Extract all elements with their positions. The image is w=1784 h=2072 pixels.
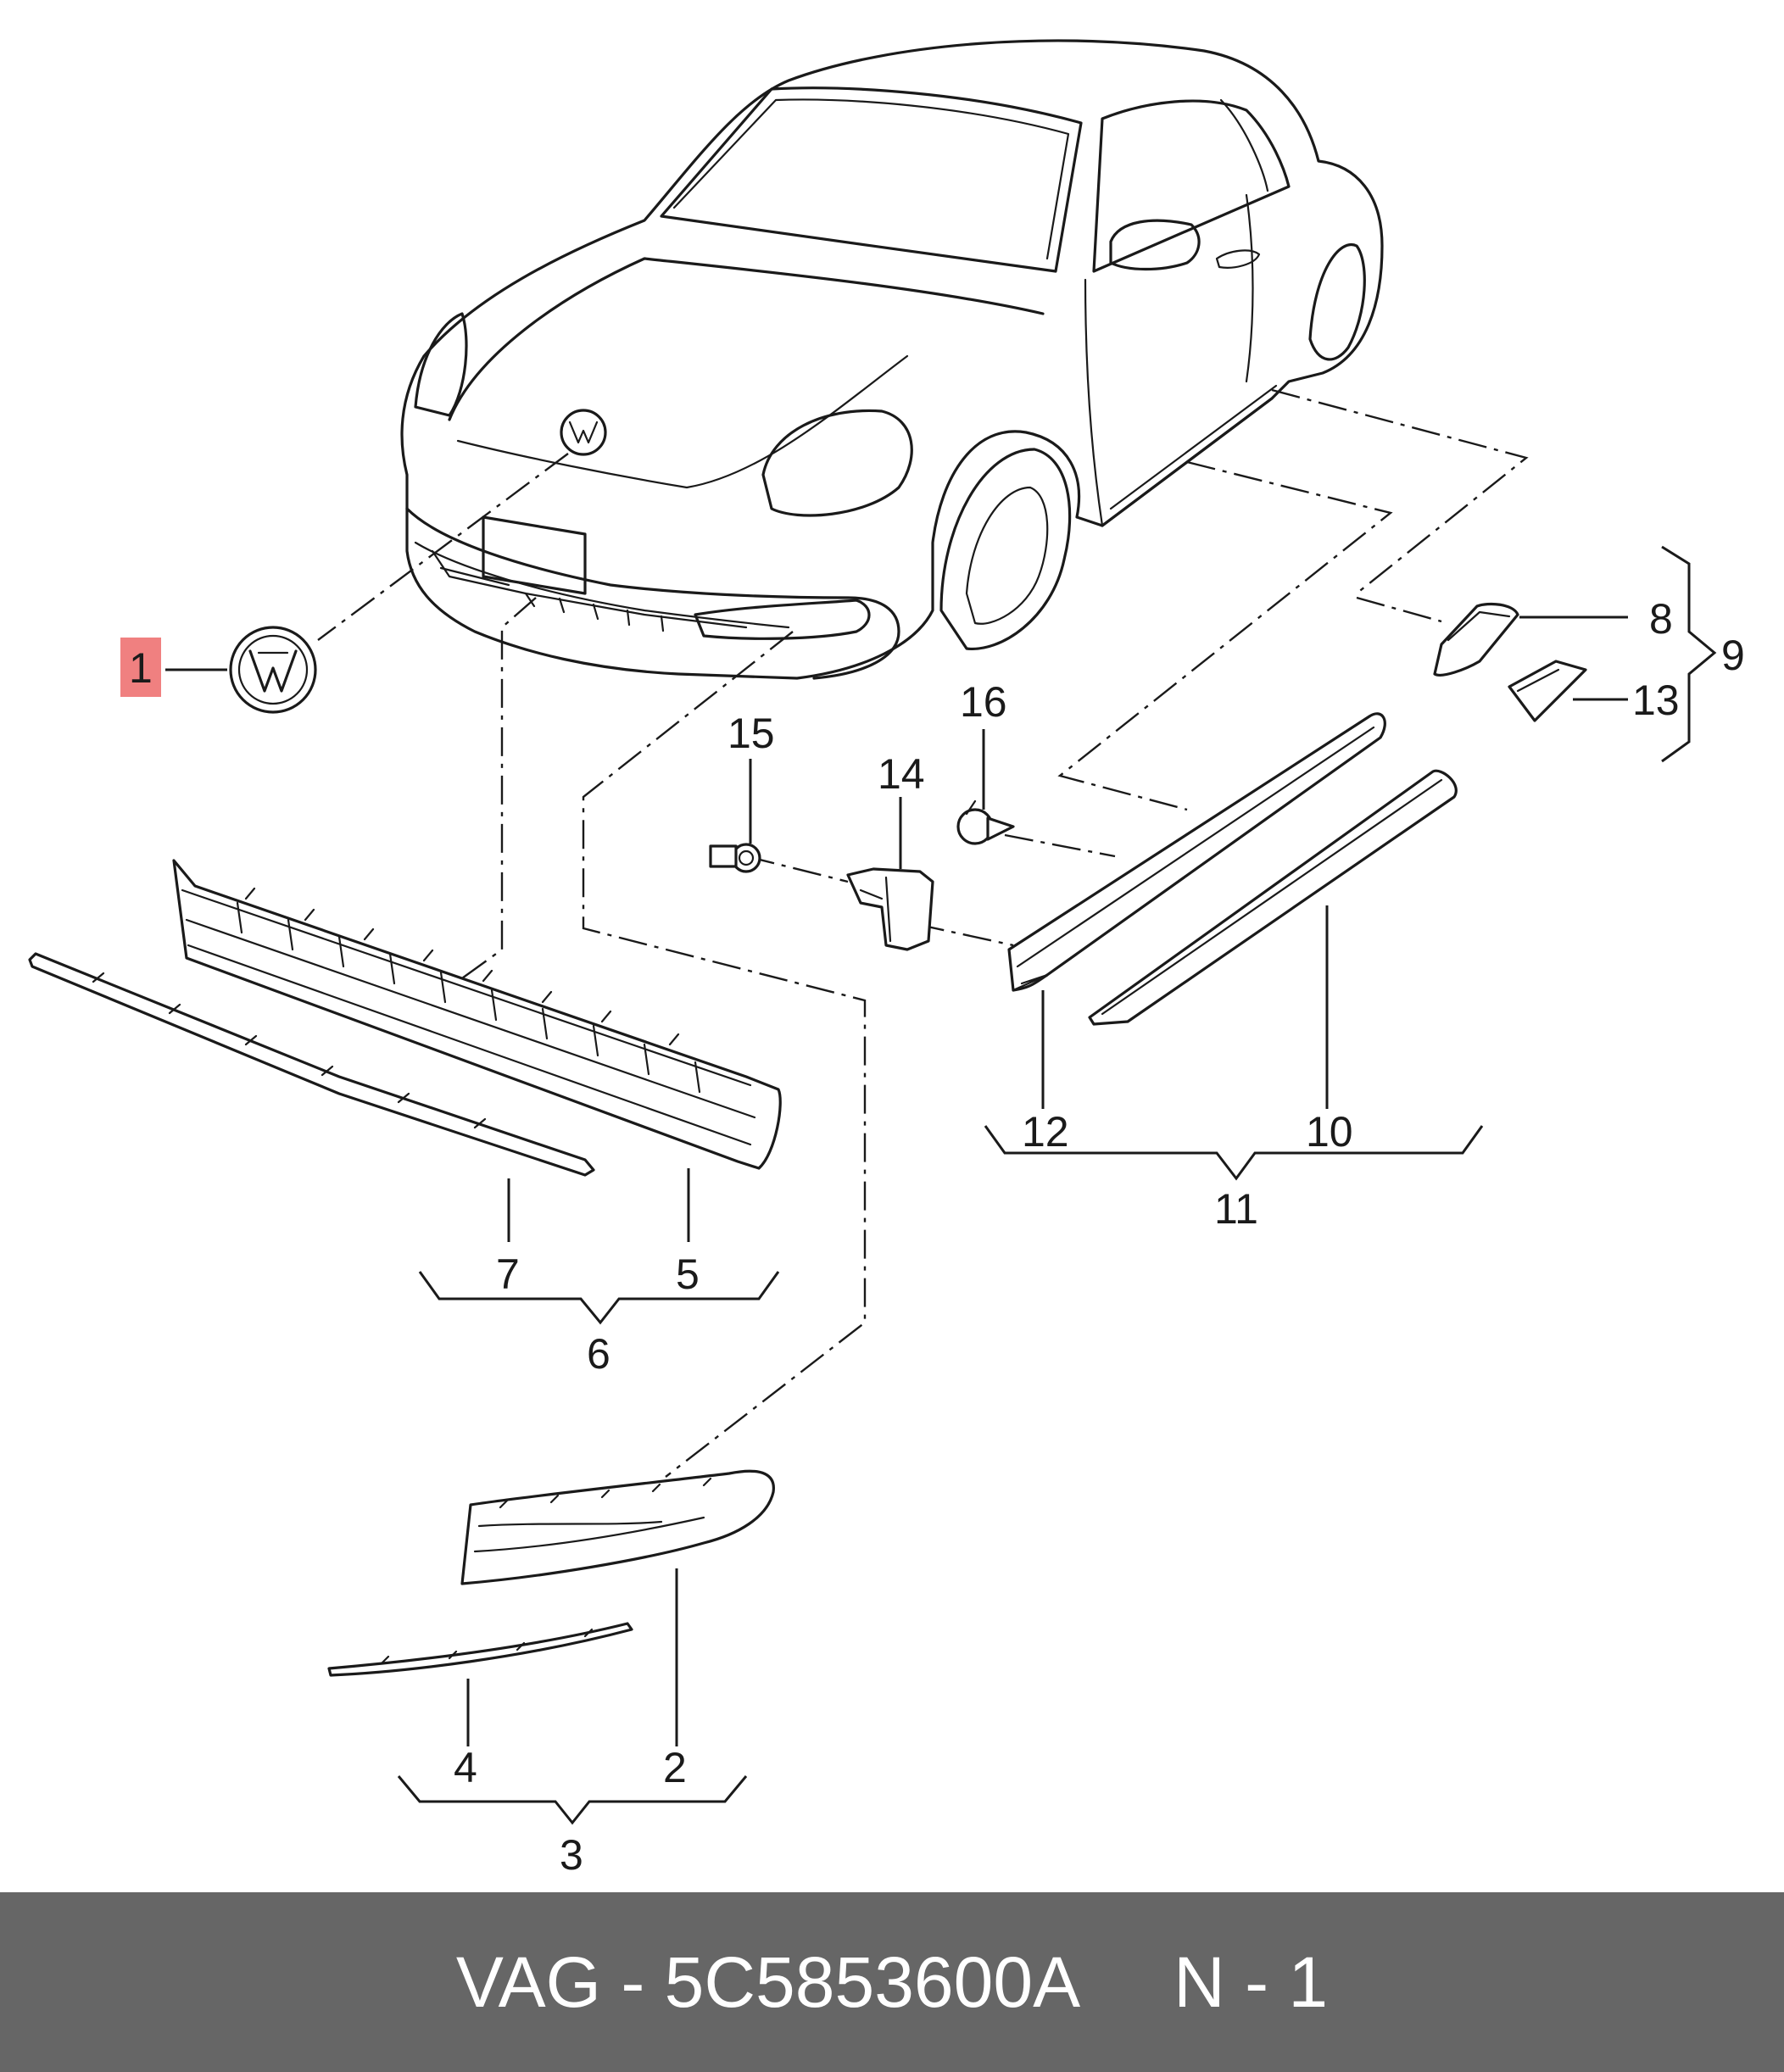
part-1-vw-emblem: [229, 626, 317, 714]
parts-diagram: 1 2 3 4 5 6 7 8 9 10 11 12 13 14 15 16: [28, 39, 1745, 1879]
callout-leaders: [165, 545, 1717, 1825]
part-2-fog-grille: [460, 1469, 775, 1585]
callout-1[interactable]: 1: [129, 644, 153, 692]
brand-label: VAG: [455, 1941, 602, 2022]
callout-4[interactable]: 4: [454, 1744, 477, 1791]
callout-6[interactable]: 6: [587, 1330, 610, 1378]
separator: -: [601, 1941, 665, 2022]
part-15-clip: [709, 843, 761, 873]
callout-15[interactable]: 15: [728, 710, 775, 757]
callout-labels: 1 2 3 4 5 6 7 8 9 10 11 12 13 14 15 16: [129, 595, 1745, 1879]
callout-2[interactable]: 2: [663, 1744, 687, 1791]
part-14-clip: [846, 867, 934, 951]
car-illustration: [400, 39, 1384, 680]
callout-16[interactable]: 16: [960, 678, 1007, 726]
callout-9[interactable]: 9: [1721, 632, 1745, 679]
callout-13[interactable]: 13: [1632, 677, 1680, 724]
part-7-trim-strip: [28, 952, 595, 1177]
callout-12[interactable]: 12: [1022, 1108, 1069, 1156]
part-4-fog-trim: [327, 1622, 633, 1677]
callout-7[interactable]: 7: [496, 1250, 520, 1298]
callout-3[interactable]: 3: [560, 1831, 583, 1879]
part-10-side-trim: [1088, 769, 1458, 1026]
part-number: 5C5853600A: [664, 1941, 1081, 2022]
part-16-clip: [956, 799, 1015, 845]
callout-10[interactable]: 10: [1306, 1108, 1353, 1156]
callout-5[interactable]: 5: [676, 1250, 700, 1298]
footer-bar: VAG - 5C5853600A N - 1: [0, 1892, 1784, 2072]
callout-1-highlight: [120, 638, 161, 697]
part-13-cap: [1508, 660, 1587, 722]
callout-11[interactable]: 11: [1214, 1185, 1258, 1233]
part-8-cap: [1433, 602, 1519, 677]
part-12-side-skirt: [1007, 712, 1386, 992]
part-5-grille: [172, 859, 782, 1170]
callout-8[interactable]: 8: [1649, 595, 1673, 643]
position-label: N - 1: [1174, 1941, 1329, 2022]
dash-leaders: [317, 388, 1529, 1583]
callout-14[interactable]: 14: [878, 750, 925, 798]
